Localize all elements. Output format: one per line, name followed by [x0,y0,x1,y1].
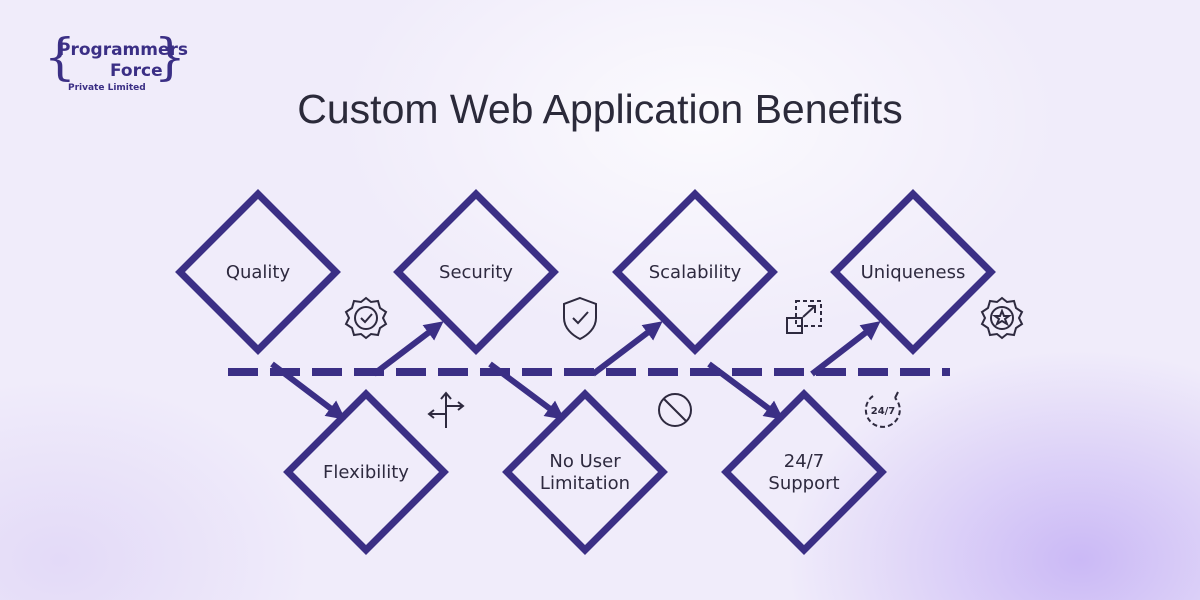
connector-arrow [707,361,784,420]
gear-star-icon [980,296,1024,340]
benefit-label: No User [549,451,621,472]
logo-left-brace: { [44,28,76,86]
connector-arrow [488,361,565,420]
benefit-label: Support [768,473,839,494]
benefit-label: Quality [226,262,291,283]
logo-line-3: Private Limited [68,83,146,93]
benefit-label: Security [439,262,513,283]
24-7-clock-icon: 24/7 [864,391,901,428]
benefit-diamond [502,389,668,555]
benefit-label: Uniqueness [861,262,966,283]
benefit-diamond [721,389,887,555]
benefit-label: Limitation [540,473,630,494]
benefit-label: 24/7 [784,451,824,472]
logo-right-brace: } [154,28,186,86]
badge-check-icon [344,296,388,340]
prohibited-icon [658,393,692,427]
clock-icon-label: 24/7 [871,406,896,417]
diamond-shapes [175,189,996,555]
connector-arrow [270,361,346,420]
benefit-diamond [175,189,341,355]
benefit-diamond [830,189,996,355]
logo-line-1: Programmers [58,40,189,60]
scale-up-icon [786,300,822,334]
split-arrows-icon [427,391,465,428]
benefit-label: Scalability [649,262,742,283]
connector-arrow [810,321,881,377]
benefit-diamond [393,189,559,355]
benefit-label: Flexibility [323,462,409,483]
connector-arrow [372,321,444,377]
page-title: Custom Web Application Benefits [297,86,903,132]
connector-arrow [591,321,663,377]
company-logo: { Programmers Force Private Limited } [44,28,188,94]
connector-arrows [270,321,881,420]
benefit-diamond [283,389,449,555]
logo-line-2: Force [110,61,163,81]
shield-check-icon [563,296,597,341]
benefit-diamond [612,189,778,355]
